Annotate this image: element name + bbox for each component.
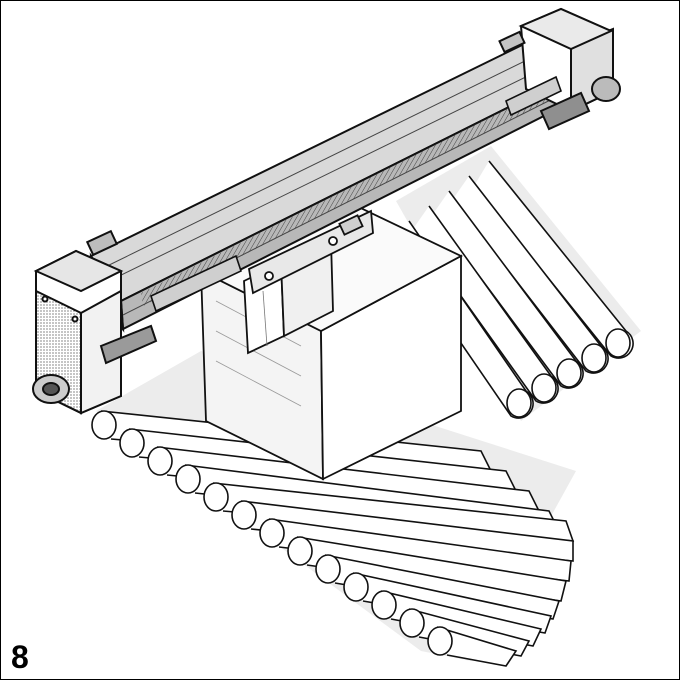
roller-conveyor-front	[91, 351, 576, 667]
roller	[473, 160, 634, 359]
roller	[259, 518, 572, 582]
roller	[371, 590, 543, 647]
end-cap-left	[32, 229, 158, 415]
roller	[452, 175, 609, 374]
carriage	[248, 209, 374, 295]
roller	[432, 190, 584, 389]
linear-drive-beam	[89, 24, 615, 333]
limit-switch	[150, 75, 562, 313]
roller	[427, 626, 518, 667]
figure-number: 8	[11, 639, 29, 675]
